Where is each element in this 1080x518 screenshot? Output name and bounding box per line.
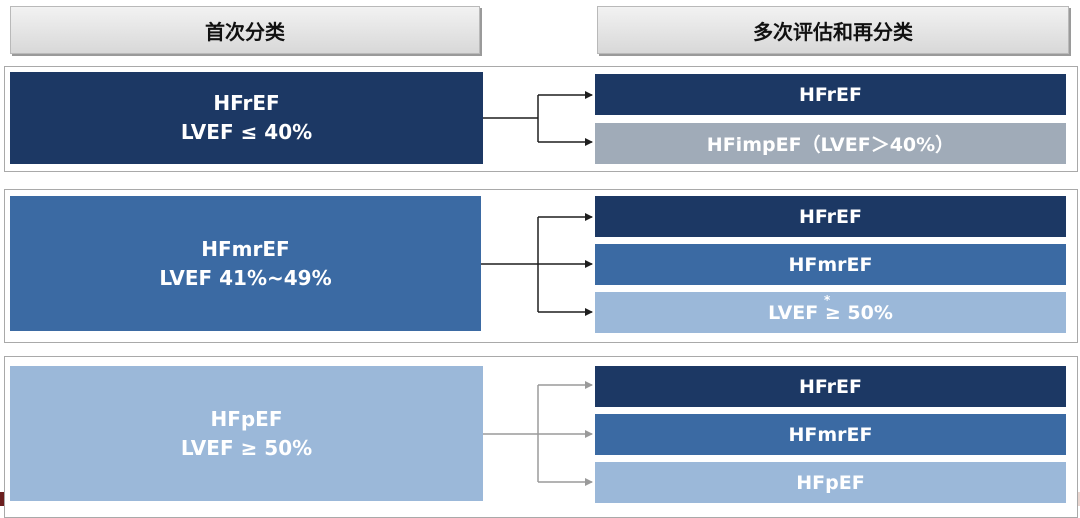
outcome-label: HFpEF xyxy=(796,471,865,494)
connector-arrows xyxy=(481,91,593,486)
outcome-label: HFmrEF xyxy=(788,253,873,276)
outcome-label: HFimpEF（LVEF＞40%） xyxy=(706,134,955,156)
source-box-hfref: HFrEF LVEF ≤ 40% xyxy=(10,72,483,164)
header-reassessment-label: 多次评估和再分类 xyxy=(753,19,913,44)
source-lvef-label: LVEF ≥ 50% xyxy=(180,435,313,460)
outcome-label: HFrEF xyxy=(799,83,862,106)
outcome-label: HFrEF xyxy=(799,375,862,398)
outcome-hfmref: HFmrEF xyxy=(595,414,1066,455)
source-lvef-label: LVEF ≤ 40% xyxy=(180,120,313,144)
source-lvef-label: LVEF 41%~49% xyxy=(159,265,332,290)
outcome-hfref: HFrEF xyxy=(595,74,1066,115)
outcome-hfpef: HFpEF xyxy=(595,462,1066,503)
footnote-asterisk: * xyxy=(824,293,831,307)
source-type-label: HFrEF xyxy=(213,91,280,115)
outcome-label: HFmrEF xyxy=(788,423,873,446)
header-reassessment: 多次评估和再分类 xyxy=(597,6,1069,54)
outcome-lvef-50: LVEF ≥ 50% xyxy=(595,292,1066,333)
outcome-hfimpef: HFimpEF（LVEF＞40%） xyxy=(595,123,1066,164)
arrows-group-1 xyxy=(483,91,593,146)
arrows-group-3 xyxy=(483,381,593,486)
source-type-label: HFpEF xyxy=(210,406,283,431)
source-type-label: HFmrEF xyxy=(201,236,290,261)
outcome-hfmref: HFmrEF xyxy=(595,244,1066,285)
source-box-hfpef: HFpEF LVEF ≥ 50% xyxy=(10,366,483,501)
outcome-label: LVEF ≥ 50% xyxy=(768,301,893,324)
header-initial-label: 首次分类 xyxy=(205,19,285,44)
header-initial-classification: 首次分类 xyxy=(10,6,480,54)
outcome-hfref: HFrEF xyxy=(595,366,1066,407)
source-box-hfmref: HFmrEF LVEF 41%~49% xyxy=(10,196,481,331)
outcome-label: HFrEF xyxy=(799,205,862,228)
outcome-hfref: HFrEF xyxy=(595,196,1066,237)
arrows-group-2 xyxy=(481,213,593,316)
